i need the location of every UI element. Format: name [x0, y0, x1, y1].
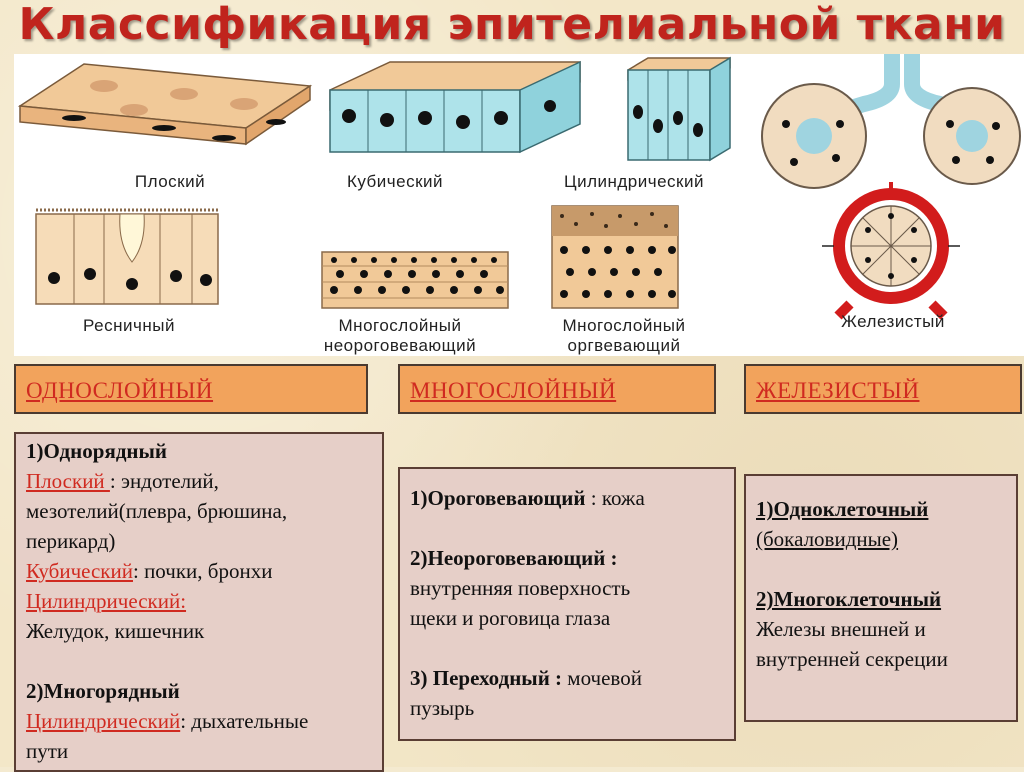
- single-layer-header: ОДНОСЛОЙНЫЙ: [14, 364, 368, 414]
- stratified-nonkeratinizing-label-1: Многослойный: [338, 316, 462, 335]
- flat-epithelium-drawing: [17, 63, 313, 146]
- nonkeratinizing-term: 2)Неороговевающий :: [410, 546, 618, 570]
- epithelium-illustrations: [17, 54, 1021, 320]
- nonkeratinizing-desc-1: внутренняя поверхность: [410, 576, 631, 600]
- spacer: [26, 646, 372, 676]
- endocrine-gland-drawing: [822, 182, 960, 320]
- cylindrical-epithelium-drawing: [627, 56, 731, 162]
- single-row-title: 1)Однорядный: [26, 439, 168, 463]
- exocrine-gland-drawing: [761, 54, 1021, 189]
- flat-label: Плоский: [134, 172, 206, 191]
- unicellular-desc: (бокаловидные): [756, 527, 899, 551]
- glandular-header-text: ЖЕЛЕЗИСТЫЙ: [756, 378, 920, 403]
- stratified-keratinizing-label-2: оргвевающий: [567, 336, 681, 355]
- spacer: [410, 633, 724, 663]
- multi-layer-box: 1)Ороговевающий : кожа 2)Неороговевающий…: [398, 467, 736, 741]
- transitional-term: 3) Переходный :: [410, 666, 563, 690]
- cyl2-line: Цилиндрический: дыхательные: [26, 706, 372, 736]
- cubic-label: Кубический: [346, 172, 444, 191]
- stratified-keratinizing-label-1: Многослойный: [562, 316, 686, 335]
- unicellular-term: 1)Одноклеточный: [756, 497, 929, 521]
- cylindrical2-term: Цилиндрический: [26, 709, 181, 733]
- flat-desc: : эндотелий,: [109, 469, 219, 493]
- transitional-line: 3) Переходный : мочевой: [410, 663, 724, 693]
- cubic-epithelium-drawing: [329, 60, 581, 154]
- multi-row-title: 2)Многорядный: [26, 679, 180, 703]
- stratified-keratinizing-drawing: [551, 205, 679, 309]
- nonkeratinizing-desc-2: щеки и роговица глаза: [410, 606, 611, 630]
- multicellular-term: 2)Многоклеточный: [756, 587, 942, 611]
- stratified-nonkeratinizing-drawing: [321, 251, 509, 309]
- transitional-desc-2: пузырь: [410, 696, 475, 720]
- cubic-line: Кубический: почки, бронхи: [26, 556, 372, 586]
- single-layer-box: 1)Однорядный Плоский : эндотелий, мезоте…: [14, 432, 384, 772]
- page-title: Классификация эпителиальной ткани: [18, 0, 1006, 50]
- flat-line: Плоский : эндотелий,: [26, 466, 372, 496]
- keratinizing-line: 1)Ороговевающий : кожа: [410, 483, 724, 513]
- flat-desc-2: мезотелий(плевра, брюшина,: [26, 499, 288, 523]
- multi-layer-header-text: МНОГОСЛОЙНЫЙ: [410, 378, 617, 403]
- flat-term: Плоский: [26, 469, 110, 493]
- epithelium-illustration-panel: Плоский Кубический Цилиндрический Реснич…: [14, 54, 1024, 356]
- ciliated-label: Ресничный: [83, 316, 175, 335]
- cyl-line: Цилиндрический:: [26, 586, 372, 616]
- spacer: [410, 513, 724, 543]
- cylindrical2-desc-2: пути: [26, 739, 69, 763]
- transitional-desc-1: мочевой: [562, 666, 642, 690]
- keratinizing-term: 1)Ороговевающий: [410, 486, 586, 510]
- cylindrical-desc: Желудок, кишечник: [26, 619, 205, 643]
- keratinizing-desc: : кожа: [585, 486, 645, 510]
- cylindrical2-desc: : дыхательные: [180, 709, 309, 733]
- flat-desc-3: перикард): [26, 529, 116, 553]
- multicellular-desc-2: внутренней секреции: [756, 647, 948, 671]
- ciliated-epithelium-drawing: [35, 208, 219, 305]
- glandular-label: Железистый: [841, 312, 945, 331]
- multi-layer-header: МНОГОСЛОЙНЫЙ: [398, 364, 716, 414]
- multicellular-desc-1: Железы внешней и: [756, 617, 926, 641]
- spacer: [756, 554, 1006, 584]
- cubic-desc: : почки, бронхи: [132, 559, 273, 583]
- single-layer-header-text: ОДНОСЛОЙНЫЙ: [26, 378, 214, 403]
- glandular-header: ЖЕЛЕЗИСТЫЙ: [744, 364, 1022, 414]
- cylindrical-label: Цилиндрический: [564, 172, 704, 191]
- cubic-term: Кубический: [26, 559, 133, 583]
- cylindrical-term: Цилиндрический:: [26, 589, 187, 613]
- glandular-box: 1)Одноклеточный (бокаловидные) 2)Многокл…: [744, 474, 1018, 722]
- stratified-nonkeratinizing-label-2: неороговевающий: [323, 336, 477, 355]
